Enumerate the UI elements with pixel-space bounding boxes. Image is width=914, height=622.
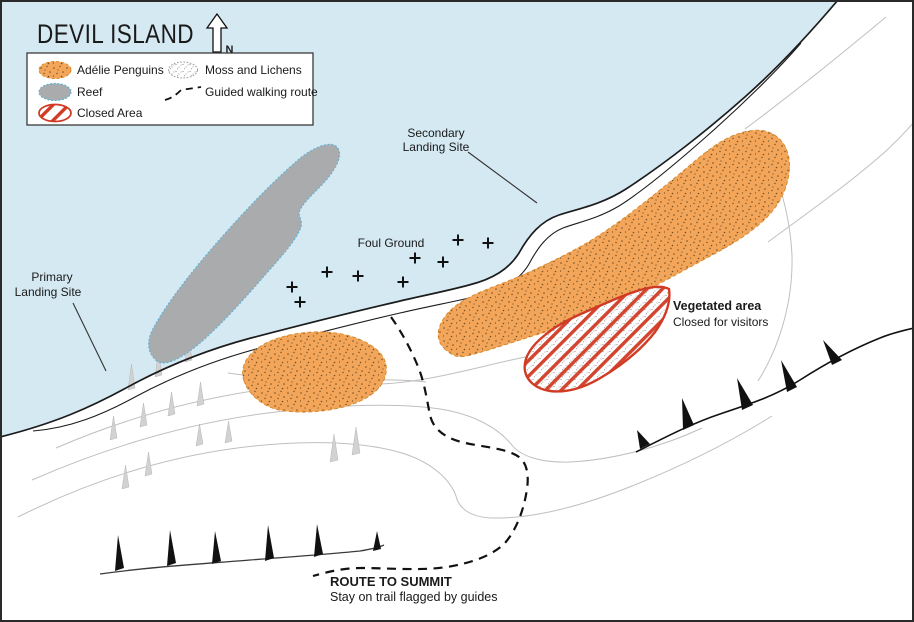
vegetated-area-label-line1: Vegetated area — [673, 299, 762, 313]
route-to-summit-label-line1: ROUTE TO SUMMIT — [330, 574, 452, 589]
legend-box — [26, 52, 314, 126]
legend-label-closed-area: Closed Area — [77, 106, 143, 120]
contour-left-3 — [17, 415, 773, 519]
primary-landing-label-line2: Landing Site — [15, 285, 82, 299]
legend-label-reef: Reef — [77, 85, 103, 99]
contour-right-2 — [767, 121, 914, 243]
penguin-colony-small — [242, 331, 387, 413]
legend-swatch-penguins — [38, 61, 72, 79]
north-arrow-icon — [205, 12, 229, 53]
secondary-landing-label-line2: Landing Site — [403, 140, 470, 154]
cliff-line-southwest — [99, 524, 385, 575]
legend-swatch-route — [164, 86, 202, 101]
cliff-line-east — [635, 327, 914, 453]
primary-landing-leader — [72, 302, 107, 372]
secondary-landing-leader — [467, 151, 538, 204]
legend-swatch-closed-area — [38, 103, 72, 123]
vegetated-area-label-line2: Closed for visitors — [673, 315, 768, 329]
legend-swatch-moss — [168, 61, 198, 79]
north-arrow: N — [205, 12, 234, 56]
primary-landing-label-line1: Primary — [31, 270, 72, 284]
legend-swatch-reef — [38, 82, 72, 102]
secondary-landing-label-line1: Secondary — [407, 126, 464, 140]
foul-ground-markers — [286, 234, 494, 308]
coastline-outer — [0, 0, 839, 438]
legend: Adélie Penguins Reef Closed Area Moss an… — [26, 52, 318, 126]
contour-right-1 — [744, 16, 887, 130]
contour-left-2 — [31, 404, 703, 481]
legend-label-moss: Moss and Lichens — [205, 63, 302, 77]
legend-label-penguins: Adélie Penguins — [77, 63, 164, 77]
legend-label-route: Guided walking route — [205, 85, 318, 99]
north-arrow-label: N — [226, 44, 234, 56]
route-to-summit-label-line2: Stay on trail flagged by guides — [330, 590, 497, 604]
reef-shape — [148, 143, 341, 364]
foul-ground-label: Foul Ground — [358, 236, 425, 250]
map-title: DEVIL ISLAND — [37, 19, 194, 49]
